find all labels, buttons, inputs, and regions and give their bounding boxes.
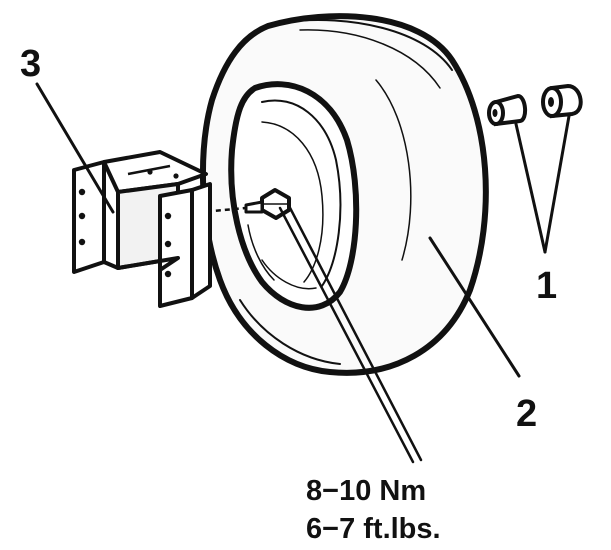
leader-line-1b (543, 114, 571, 254)
leader-line-2 (428, 236, 521, 378)
torque-metric-label: 8−10 Nm (306, 475, 426, 507)
wheel-caps-icon (487, 83, 583, 127)
carrier-bracket-icon (72, 150, 212, 308)
bolt-icon (244, 188, 291, 220)
leader-line-1a (514, 122, 547, 254)
leader-line-torque (278, 202, 423, 464)
leader-lines (35, 82, 571, 378)
torque-imperial-label: 6−7 ft.lbs. (306, 513, 441, 545)
spare-tire-icon (199, 13, 489, 376)
leader-line-3 (35, 82, 115, 214)
callout-2: 2 (516, 393, 537, 435)
callout-3: 3 (20, 43, 41, 85)
callout-1: 1 (536, 265, 557, 307)
